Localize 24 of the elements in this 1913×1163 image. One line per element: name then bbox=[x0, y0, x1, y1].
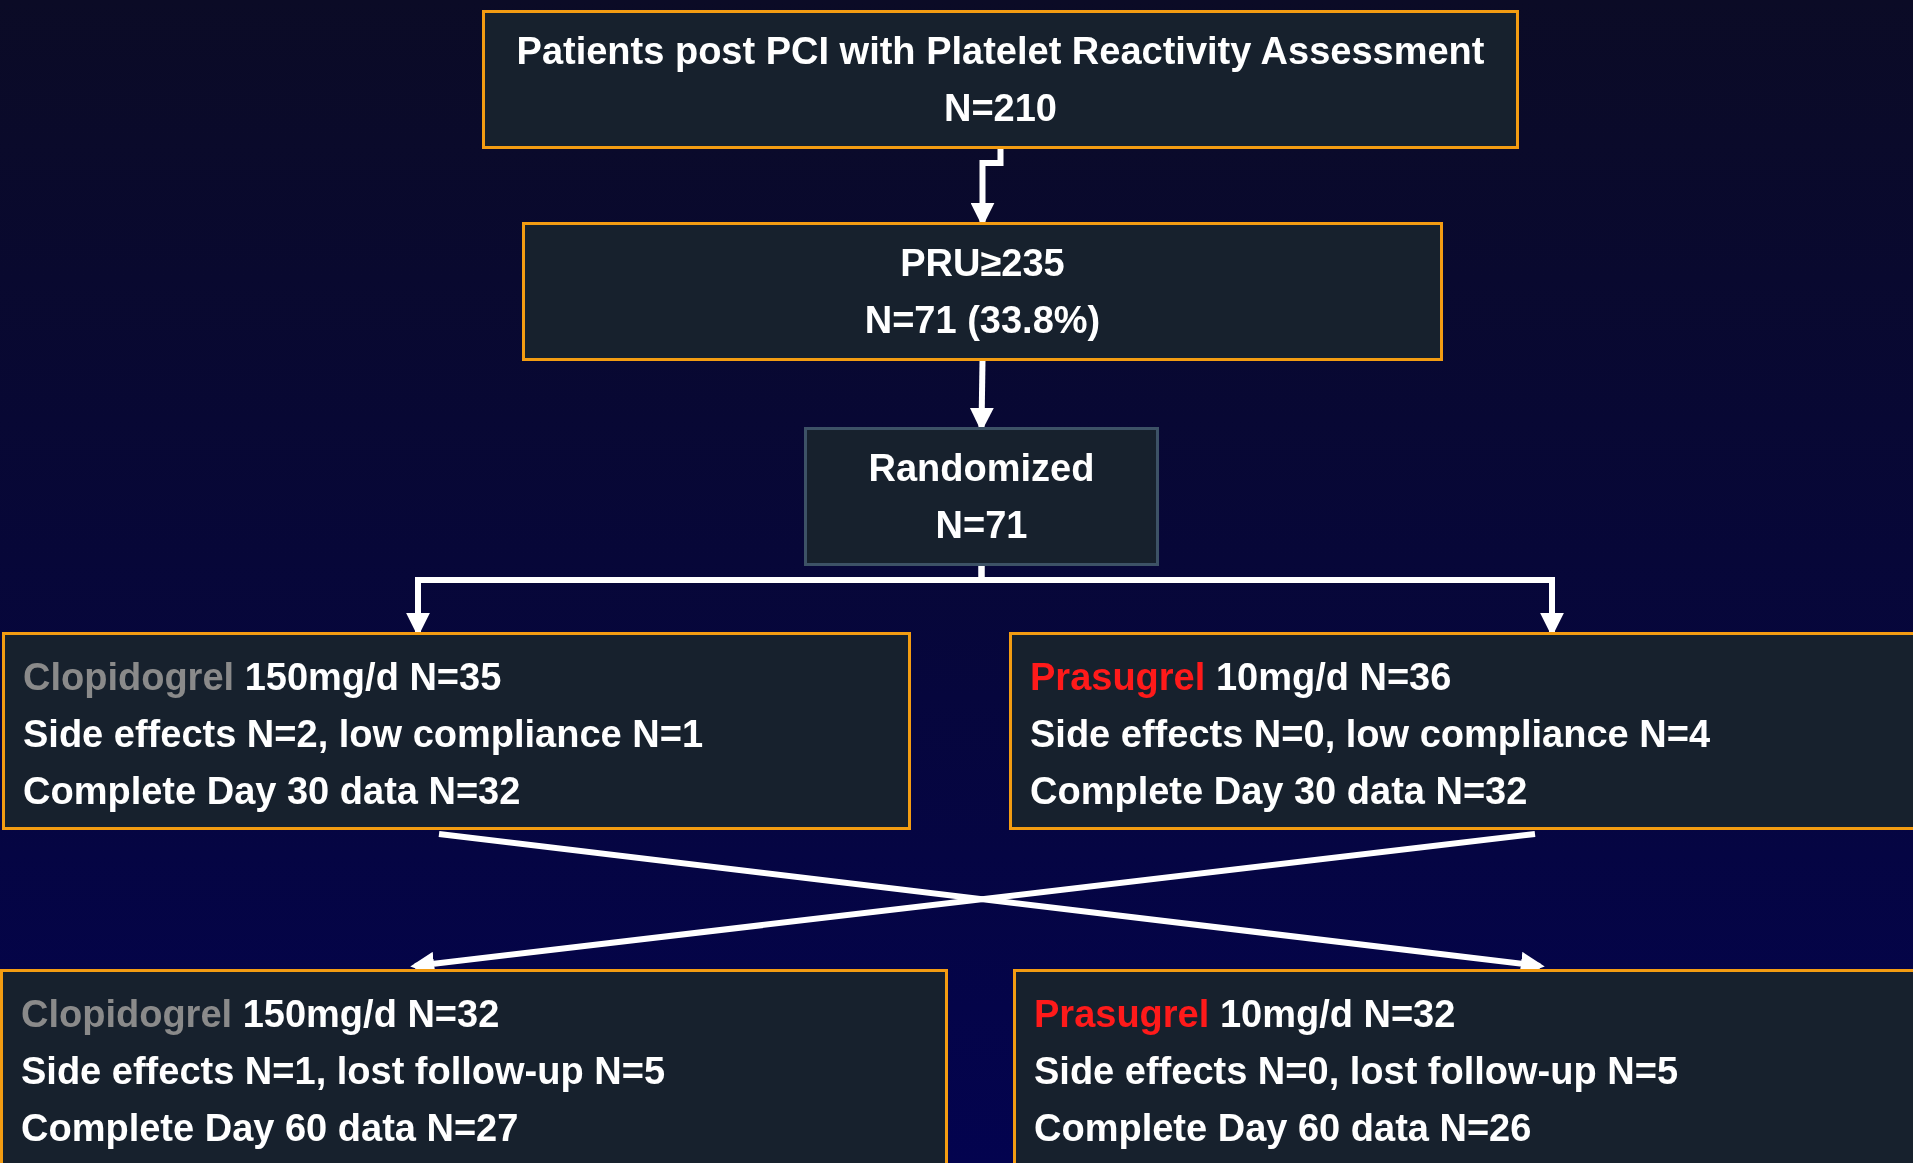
arm-heading: Clopidogrel 150mg/d N=32 bbox=[21, 992, 500, 1037]
box-text: Patients post PCI with Platelet Reactivity Assessment N=210 bbox=[515, 28, 1486, 131]
box-text: Complete Day 30 data N=32 bbox=[23, 769, 521, 814]
box-text: N=71 bbox=[935, 502, 1028, 548]
box-text: Complete Day 60 data N=26 bbox=[1034, 1106, 1532, 1151]
flow-box bbox=[2, 632, 911, 830]
box-text: PRU≥235 bbox=[900, 240, 1065, 286]
box-text: Complete Day 30 data N=32 bbox=[1030, 769, 1528, 814]
flow-box bbox=[804, 427, 1159, 566]
box-text: Side effects N=1, lost follow-up N=5 bbox=[21, 1049, 665, 1094]
flow-box bbox=[0, 969, 948, 1163]
box-text: Side effects N=2, low compliance N=1 bbox=[23, 712, 704, 757]
box-text: Side effects N=0, lost follow-up N=5 bbox=[1034, 1049, 1678, 1094]
flow-box bbox=[1009, 632, 1913, 830]
box-text: Side effects N=0, low compliance N=4 bbox=[1030, 712, 1711, 757]
box-text: Randomized bbox=[868, 445, 1095, 491]
arm-heading: Clopidogrel 150mg/d N=35 bbox=[23, 655, 502, 700]
flow-box bbox=[482, 10, 1519, 149]
flow-box bbox=[1013, 969, 1913, 1163]
arm-heading: Prasugrel 10mg/d N=36 bbox=[1030, 655, 1452, 700]
box-text: N=71 (33.8%) bbox=[864, 297, 1101, 343]
box-text: Complete Day 60 data N=27 bbox=[21, 1106, 519, 1151]
flow-box bbox=[522, 222, 1443, 361]
arm-heading: Prasugrel 10mg/d N=32 bbox=[1034, 992, 1456, 1037]
